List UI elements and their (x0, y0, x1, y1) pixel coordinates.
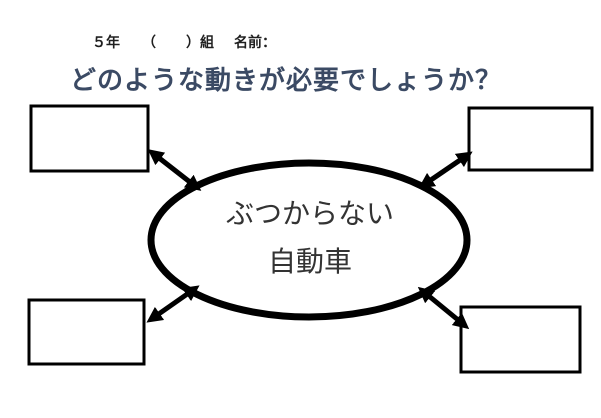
arrow-bottom-right (417, 286, 470, 330)
arrow-top-right (418, 151, 473, 189)
arrow-bottom-left (146, 285, 200, 323)
arrow-top-left (147, 149, 202, 191)
center-ellipse (147, 159, 471, 321)
answer-box-bottom-right[interactable] (459, 305, 582, 374)
class-paren-open: （ (142, 35, 156, 51)
center-label: ぶつからない 自動車 (185, 190, 435, 286)
answer-box-top-left[interactable] (29, 104, 150, 173)
center-label-line1: ぶつからない (225, 197, 394, 230)
answer-box-bottom-left[interactable] (27, 298, 146, 366)
page-title: どのような動きが必要でしょうか？ (70, 66, 503, 96)
class-label: ）組 (186, 35, 214, 51)
grade-label: ５年 (92, 35, 120, 51)
answer-box-top-right[interactable] (467, 106, 594, 172)
center-label-line2: 自動車 (267, 245, 352, 278)
name-label: 名前： (234, 35, 276, 51)
